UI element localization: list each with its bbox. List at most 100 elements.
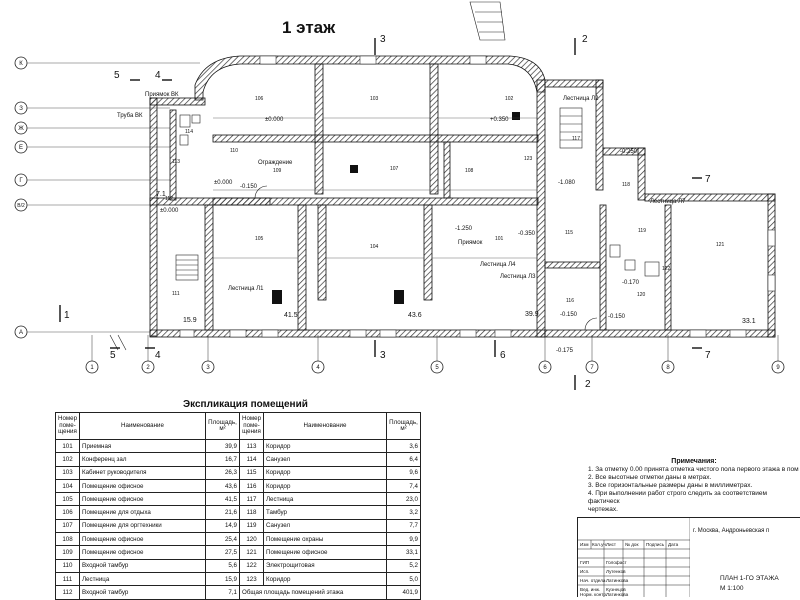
table-cell: 3,6 (386, 438, 421, 454)
section-number: 7 (705, 350, 711, 361)
room-number: 111 (172, 291, 180, 297)
table-cell: 41,5 (205, 492, 240, 507)
plan-name: ПЛАН 1-ГО ЭТАЖА (720, 575, 779, 582)
stamp-cell: Нач. отдела (580, 578, 606, 583)
section-number: 4 (155, 350, 161, 361)
table-cell: 111 (55, 571, 80, 587)
table-cell: 15,9 (205, 571, 240, 587)
room-number: 114 (185, 129, 193, 135)
stamp-cell: Лист (606, 542, 616, 547)
table-cell: Конференц зал (79, 452, 206, 467)
section-marks (59, 38, 702, 390)
room-number: 105 (255, 236, 264, 242)
table-cell: 401,9 (386, 585, 421, 600)
table-cell: Помещение офисное (79, 545, 206, 560)
level-mark: -0.175 (556, 348, 574, 354)
table-cell: 33,1 (386, 545, 421, 560)
table-cell: Входной тамбур (79, 558, 206, 573)
axis-bubbles-numbers (85, 360, 785, 374)
axis-label: З (19, 106, 23, 112)
table-cell: Коридор (263, 465, 387, 480)
level-mark: -0.170 (622, 280, 640, 286)
label-ladder-l1: Лестница Л1 (228, 286, 264, 292)
level-mark: -1.080 (558, 180, 576, 186)
label-ladder-l7: Лестница Л7 (650, 199, 686, 205)
table-cell: 5,6 (205, 558, 240, 573)
stamp-cell: Латинкова (606, 592, 629, 597)
section-number: 5 (114, 70, 120, 81)
table-cell: 103 (55, 465, 80, 480)
floor-title: 1 этаж (282, 18, 336, 37)
section-number: 2 (582, 34, 588, 45)
table-cell: 121 (239, 545, 264, 560)
stairs (175, 1, 583, 281)
label-ladder-l4: Лестница Л4 (480, 262, 516, 268)
table-cell: Коридор (263, 571, 387, 587)
room-number: 106 (255, 96, 264, 102)
room-number: 103 (370, 96, 379, 102)
section-number: 6 (500, 350, 506, 361)
table-cell: 117 (239, 492, 264, 507)
room-area: 41.5 (284, 312, 298, 319)
table-cell: 112 (55, 585, 80, 600)
axis-label: Ж (18, 126, 24, 132)
table-cell: 122 (239, 558, 264, 573)
room-number: 118 (622, 182, 630, 188)
room-number: 110 (230, 148, 238, 154)
table-cell: 109 (55, 545, 80, 560)
table-cell: 43,6 (205, 478, 240, 494)
label-truba: Труба ВК (117, 113, 143, 119)
stamp-cell: Латинкова (606, 578, 629, 583)
section-number: 3 (380, 34, 386, 45)
table-cell: 26,3 (205, 465, 240, 480)
label-priyamok2: Приямок (458, 240, 483, 246)
table-cell: Кабинет руководителя (79, 465, 206, 480)
header-cell: Площадь, м² (205, 412, 240, 440)
table-cell: Помещение офисное (263, 545, 387, 560)
room-number: 109 (273, 168, 282, 174)
level-mark: -1.250 (455, 226, 473, 232)
table-cell: 39,9 (205, 438, 240, 454)
level-mark: ±0.000 (265, 117, 284, 123)
table-cell: Помещение офисное (79, 478, 206, 494)
explication-header-row: Номер поме-щения Наименование Площадь, м… (55, 412, 421, 440)
axis-label: 9 (776, 365, 780, 371)
section-number: 4 (155, 70, 161, 81)
table-cell: Помещение офисное (79, 532, 206, 547)
room-area: 7.1 (156, 191, 166, 198)
table-cell: Помещение для оргтехники (79, 518, 206, 534)
project-address: г. Москва, Андроньевская п (693, 528, 770, 534)
level-mark: ±0.000 (160, 208, 179, 214)
label-ladder-l2: Лестница Л2 (563, 96, 599, 102)
stamp-cell: ГИП (580, 560, 590, 565)
table-cell: 3,2 (386, 505, 421, 520)
room-number: 120 (637, 292, 646, 298)
stamp-cell: № док (625, 542, 639, 547)
table-cell: Помещение для отдыха (79, 505, 206, 520)
table-cell: 105 (55, 492, 80, 507)
plan-text: К З Ж Е Г В/2 А 1 2 3 4 5 6 7 8 9 5 4 3 … (17, 34, 780, 390)
axis-label: 1 (90, 365, 94, 371)
explication-title: Экспликация помещений (183, 399, 308, 410)
axis-label: 5 (435, 365, 439, 371)
note-item: 2. Все высотные отметки даны в метрах. (588, 474, 712, 481)
stamp-cell: Голофаст (606, 560, 627, 565)
notes: Примечания: 1. За отметку 0.00 принята о… (588, 458, 800, 514)
stamp-cell: Дата (668, 542, 679, 547)
table-cell: Помещение офисное (79, 492, 206, 507)
table-cell: 116 (239, 478, 264, 494)
note-item: чертежах. (588, 506, 618, 513)
label-ograzhdenie: Ограждение (258, 160, 293, 166)
room-number: 116 (566, 298, 574, 304)
level-mark: ±0.000 (214, 180, 233, 186)
stamp-cell: Норм. контр. (580, 592, 608, 597)
level-mark: -0.150 (560, 312, 578, 318)
room-area: 15.9 (183, 317, 197, 324)
